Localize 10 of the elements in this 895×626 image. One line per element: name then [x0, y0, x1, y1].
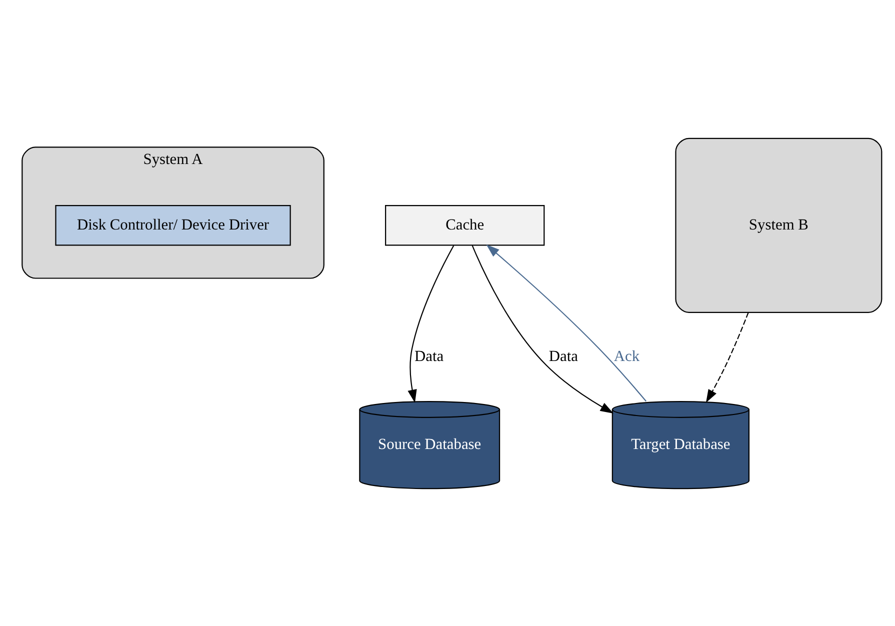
arrow: [486, 244, 646, 402]
node-box: Cache: [385, 204, 545, 246]
edge-label: Data: [548, 348, 578, 365]
node-box: System B: [675, 137, 882, 312]
arrow: [408, 244, 454, 402]
edge-label: Data: [414, 348, 444, 365]
edge-label: Ack: [614, 348, 640, 365]
node-box: Disk Controller/ Device Driver: [55, 204, 291, 246]
arrow: [472, 244, 614, 413]
arrow: [706, 312, 749, 402]
